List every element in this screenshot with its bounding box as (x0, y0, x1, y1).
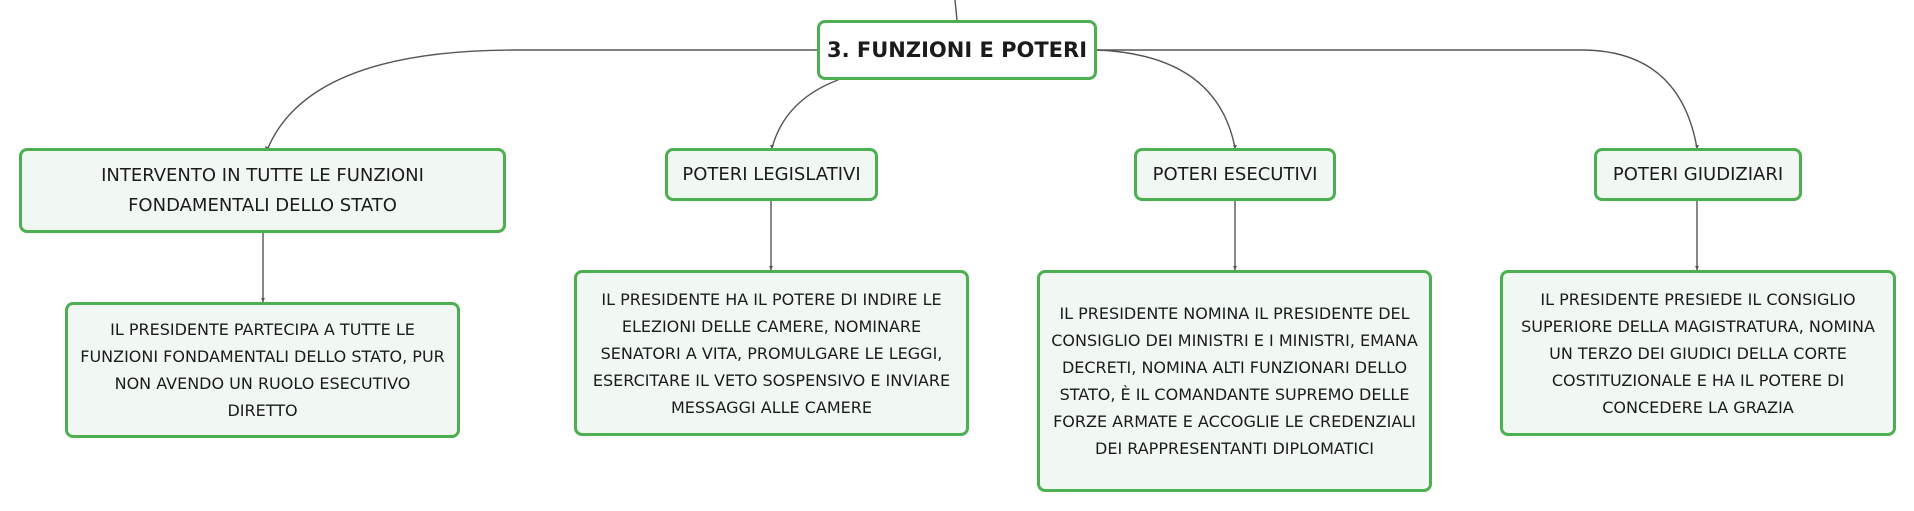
connector-parent-root (954, 0, 958, 21)
connector-root-giu (1097, 49, 1698, 149)
root-topic-node[interactable]: 3. FUNZIONI E POTERI (817, 20, 1097, 80)
branch-label-funzioni-fondamentali: INTERVENTO IN TUTTE LE FUNZIONI FONDAMEN… (101, 164, 424, 216)
detail-node-poteri-legislativi[interactable]: IL PRESIDENTE HA IL POTERE DI INDIRE LE … (574, 270, 969, 436)
branch-node-poteri-legislativi[interactable]: POTERI LEGISLATIVI (665, 148, 878, 201)
connector-root-ese (1096, 49, 1236, 149)
branch-node-funzioni-fondamentali[interactable]: INTERVENTO IN TUTTE LE FUNZIONI FONDAMEN… (19, 148, 506, 233)
branch-node-poteri-giudiziari[interactable]: POTERI GIUDIZIARI (1594, 148, 1802, 201)
detail-text-funzioni-fondamentali: IL PRESIDENTE PARTECIPA A TUTTE LE FUNZI… (80, 320, 445, 420)
connector-root-leg (771, 79, 839, 149)
detail-node-poteri-esecutivi[interactable]: IL PRESIDENTE NOMINA IL PRESIDENTE DEL C… (1037, 270, 1432, 492)
detail-text-poteri-esecutivi: IL PRESIDENTE NOMINA IL PRESIDENTE DEL C… (1051, 304, 1418, 458)
root-topic-label: 3. FUNZIONI E POTERI (826, 38, 1088, 62)
detail-node-poteri-giudiziari[interactable]: IL PRESIDENTE PRESIEDE IL CONSIGLIO SUPE… (1500, 270, 1896, 436)
connector-root-fund (267, 49, 817, 149)
branch-label-poteri-giudiziari: POTERI GIUDIZIARI (1612, 163, 1784, 185)
detail-node-funzioni-fondamentali[interactable]: IL PRESIDENTE PARTECIPA A TUTTE LE FUNZI… (65, 302, 460, 438)
detail-text-poteri-giudiziari: IL PRESIDENTE PRESIEDE IL CONSIGLIO SUPE… (1521, 289, 1875, 417)
branch-label-poteri-esecutivi: POTERI ESECUTIVI (1152, 163, 1318, 185)
branch-label-poteri-legislativi: POTERI LEGISLATIVI (682, 163, 861, 185)
detail-text-poteri-legislativi: IL PRESIDENTE HA IL POTERE DI INDIRE LE … (592, 289, 951, 417)
branch-node-poteri-esecutivi[interactable]: POTERI ESECUTIVI (1134, 148, 1336, 201)
